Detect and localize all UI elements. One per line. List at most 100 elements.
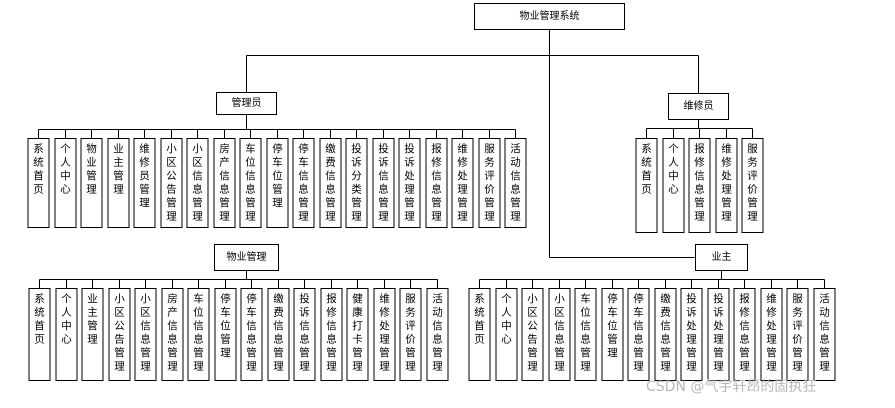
- admin-item-box: [213, 138, 236, 228]
- owner-item-box: [627, 288, 650, 381]
- owner-item-box: [813, 288, 836, 381]
- repairman-item-label: 维修处理管理: [721, 142, 732, 223]
- admin-item-box: [107, 138, 130, 228]
- admin-item-label: 服务评价管理: [484, 143, 495, 223]
- repairman-item-box: [662, 138, 685, 233]
- property-item-box: [28, 288, 51, 381]
- owner-item-box: [521, 288, 544, 381]
- admin-item-label: 投诉信息管理: [378, 142, 389, 223]
- repairman-item-label: 系统首页: [641, 143, 652, 196]
- admin-item-box: [398, 138, 421, 228]
- repairman-item-box: [688, 138, 711, 233]
- owner-item-box: [548, 288, 571, 381]
- owner-item-label: 停车信息管理: [633, 292, 644, 373]
- property-item-box: [293, 288, 316, 381]
- admin-item-box: [478, 138, 501, 228]
- owner-item-box: [680, 288, 703, 381]
- repairman-item-box: [715, 138, 738, 233]
- property-item-box: [240, 288, 263, 381]
- property-item-box: [320, 288, 343, 381]
- property-item-label: 维修处理管理: [379, 292, 390, 373]
- property-item-box: [187, 288, 210, 381]
- property-item-box: [426, 288, 449, 381]
- root-box: [474, 3, 625, 30]
- admin-item-label: 维修员管理: [139, 142, 150, 209]
- root-label: 物业管理系统: [520, 9, 580, 22]
- owner-item-box: [760, 288, 783, 381]
- owner-item-box: [707, 288, 730, 381]
- property-item-box: [399, 288, 422, 381]
- property-item-box: [81, 288, 104, 381]
- repairman-item-label: 个人中心: [668, 143, 679, 196]
- admin-item-box: [160, 138, 183, 228]
- owner-item-label: 停车位管理: [607, 292, 618, 359]
- property-item-box: [108, 288, 131, 381]
- admin-item-box: [425, 138, 448, 228]
- repairman-header-label: 维修员: [684, 99, 714, 112]
- property-item-box: [267, 288, 290, 381]
- owner-item-label: 报修信息管理: [739, 292, 750, 373]
- owner-item-label: 缴费信息管理: [660, 292, 671, 373]
- admin-item-label: 停车信息管理: [298, 142, 309, 223]
- property-item-label: 车位信息管理: [193, 292, 204, 373]
- owner-item-label: 服务评价管理: [792, 293, 803, 373]
- property-item-label: 缴费信息管理: [273, 292, 284, 373]
- admin-item-label: 系统首页: [33, 143, 44, 196]
- repairman-item-label: 服务评价管理: [747, 143, 758, 223]
- owner-item-box: [654, 288, 677, 381]
- admin-item-box: [451, 138, 474, 228]
- admin-item-label: 个人中心: [60, 143, 71, 196]
- admin-item-label: 业主管理: [113, 143, 124, 196]
- property-item-label: 小区信息管理: [140, 293, 151, 373]
- owner-item-label: 投诉处理管理: [713, 292, 724, 373]
- owner-item-label: 活动信息管理: [819, 293, 830, 373]
- watermark: CSDN @气宇轩昂的固执狂: [646, 379, 817, 395]
- property-item-box: [161, 288, 184, 381]
- owner-item-box: [574, 288, 597, 381]
- owner-item-box: [468, 288, 491, 381]
- property-item-label: 停车位管理: [220, 292, 231, 359]
- property-item-label: 房产信息管理: [167, 292, 178, 373]
- owner-item-label: 小区公告管理: [527, 293, 538, 373]
- admin-item-box: [239, 138, 262, 228]
- admin-item-box: [80, 138, 103, 228]
- admin-item-label: 停车位管理: [272, 142, 283, 209]
- owner-item-label: 维修处理管理: [766, 292, 777, 373]
- property-item-box: [346, 288, 369, 381]
- owner-item-label: 个人中心: [501, 293, 512, 346]
- admin-item-box: [345, 138, 368, 228]
- admin-item-label: 投诉分类管理: [351, 142, 362, 223]
- property-item-label: 报修信息管理: [326, 292, 337, 373]
- admin-item-label: 维修处理管理: [457, 142, 468, 223]
- admin-item-label: 小区公告管理: [166, 143, 177, 223]
- admin-item-box: [186, 138, 209, 228]
- property-header-box: [214, 244, 279, 271]
- admin-item-box: [292, 138, 315, 228]
- admin-item-label: 活动信息管理: [510, 143, 521, 223]
- admin-item-box: [319, 138, 342, 228]
- admin-item-label: 物业管理: [86, 142, 97, 196]
- admin-item-box: [504, 138, 527, 228]
- repairman-header-box: [668, 93, 729, 120]
- admin-item-label: 房产信息管理: [219, 142, 230, 223]
- property-item-label: 投诉信息管理: [299, 292, 310, 373]
- property-item-label: 停车信息管理: [246, 292, 257, 373]
- property-item-label: 小区公告管理: [114, 293, 125, 373]
- admin-item-label: 报修信息管理: [431, 142, 442, 223]
- property-header-label: 物业管理: [227, 250, 267, 263]
- admin-header-label: 管理员: [232, 96, 262, 109]
- owner-item-label: 小区信息管理: [554, 293, 565, 373]
- owner-item-label: 投诉处理管理: [686, 292, 697, 373]
- owner-item-box: [786, 288, 809, 381]
- admin-item-label: 缴费信息管理: [325, 142, 336, 223]
- admin-item-box: [27, 138, 50, 228]
- admin-item-label: 投诉处理管理: [404, 142, 415, 223]
- property-item-label: 业主管理: [87, 293, 98, 346]
- property-item-label: 服务评价管理: [405, 293, 416, 373]
- owner-item-label: 车位信息管理: [580, 292, 591, 373]
- property-item-box: [373, 288, 396, 381]
- repairman-item-box: [741, 138, 764, 233]
- admin-item-box: [372, 138, 395, 228]
- owner-item-box: [601, 288, 624, 381]
